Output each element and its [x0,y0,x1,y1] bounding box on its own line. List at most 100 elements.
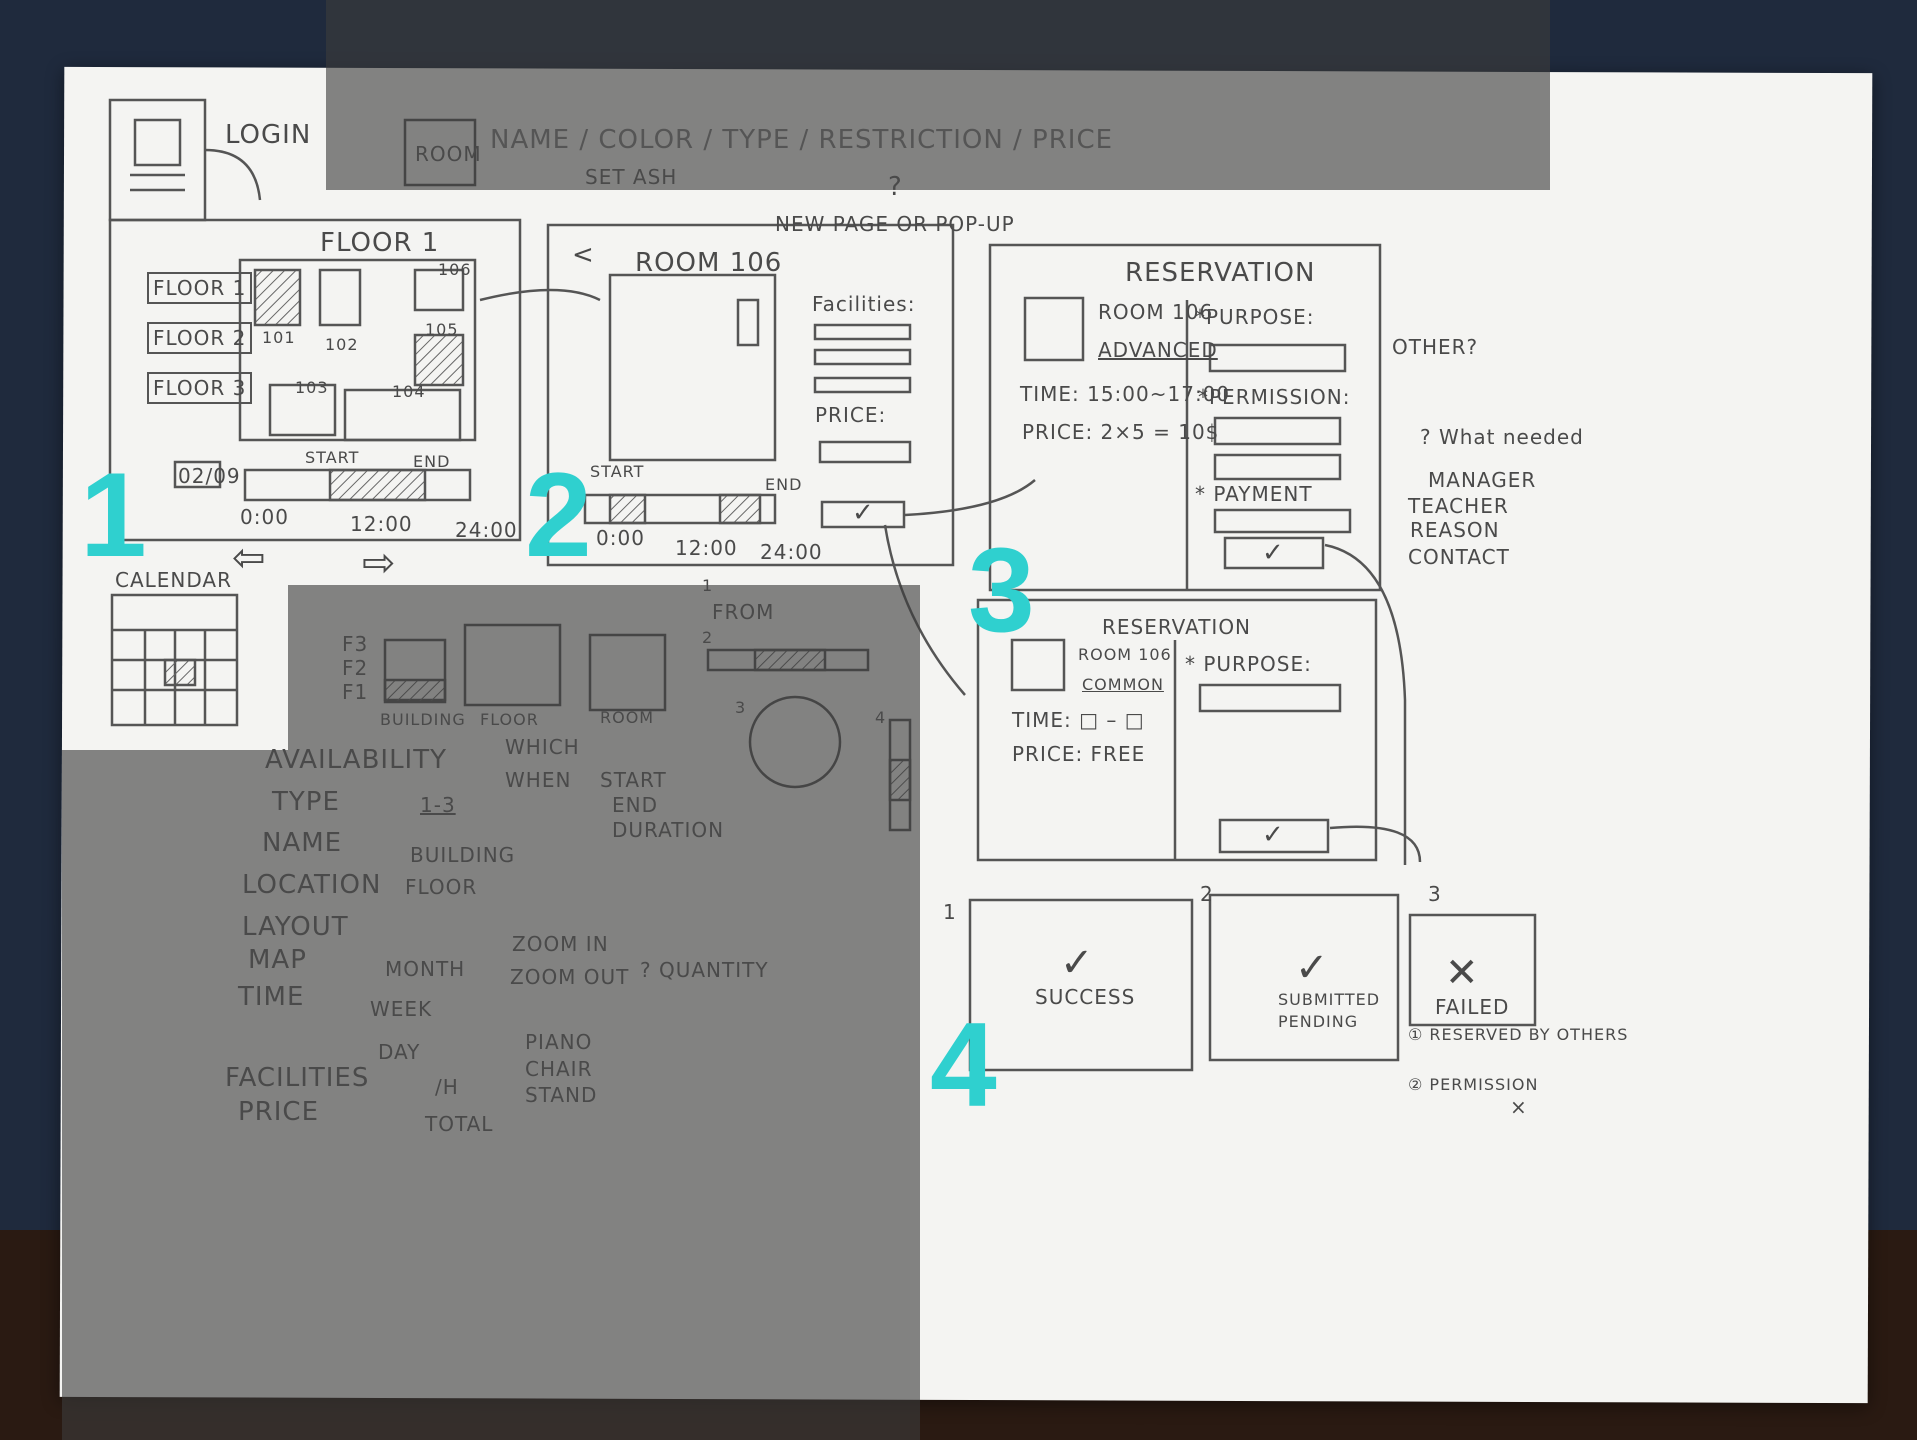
room-104[interactable]: 104 [392,382,426,401]
room-102[interactable]: 102 [325,335,359,354]
tree-building: BUILDING [410,843,516,867]
purpose-label: *PURPOSE: [1195,305,1315,329]
panel3b-price: PRICE: FREE [1012,742,1146,766]
room-101[interactable]: 101 [262,328,296,347]
result-failed [1408,913,1537,1027]
panel3b-title: RESERVATION [1102,615,1252,639]
lower-marker-2: 2 [702,628,714,647]
result-marker-1: 1 [943,900,957,924]
next-arrow[interactable]: ⇨ [362,540,397,586]
tree-zoom-in: ZOOM IN [512,932,609,956]
set-ash-label: SET ASH [585,165,678,189]
login-arrow [204,148,262,201]
room-105[interactable]: 105 [425,320,459,339]
lower-marker-3: 3 [735,698,747,717]
success-check-icon: ✓ [1060,940,1095,986]
facilities-label: Facilities: [812,292,916,316]
from-label: FROM [712,600,775,624]
tree-which: WHICH [505,735,580,759]
tree-facilities: FACILITIES [225,1063,370,1093]
pending-check-icon: ✓ [1295,945,1330,991]
floor-tab-1[interactable]: FLOOR 1 [147,272,253,304]
tick-0: 0:00 [240,505,289,529]
prev-arrow[interactable]: ⇦ [232,535,267,581]
room-box-label: ROOM [415,142,482,166]
tree-piano: PIANO [525,1030,593,1054]
timeline-end: END [413,452,451,471]
tree-start: START [600,768,667,792]
tree-duration: DURATION [612,818,725,842]
veil-left-strip [62,750,288,1440]
panel2-start: START [590,462,645,481]
close-x-icon[interactable]: × [1510,1095,1528,1119]
question-mark: ? [888,172,903,202]
floor-f3: F3 [342,632,369,656]
permission-label: *PERMISSION: [1198,385,1351,409]
date-selector[interactable]: 02/09 [178,464,241,488]
floor-f2: F2 [342,656,369,680]
panel3b-check-icon[interactable]: ✓ [1262,820,1285,850]
panel2-end: END [765,475,803,494]
panel3a-frame [988,243,1382,592]
tick-24: 24:00 [455,518,518,542]
panel3a-time: TIME: 15:00~17:00 [1020,382,1231,406]
step-number-1: 1 [80,448,147,582]
room-106[interactable]: 106 [438,260,472,279]
tree-zoom-out: ZOOM OUT [510,965,630,989]
what-needed-note: ? What needed [1420,425,1584,449]
success-label: SUCCESS [1035,985,1136,1009]
tree-chair: CHAIR [525,1057,593,1081]
veil-top [326,0,1550,190]
panel2-tick-24: 24:00 [760,540,823,564]
tree-when: WHEN [505,768,572,792]
confirm-check-icon[interactable]: ✓ [852,498,875,528]
floor-tab-2[interactable]: FLOOR 2 [147,322,253,354]
panel3b-room-type: COMMON [1082,675,1164,694]
room-103[interactable]: 103 [295,378,329,397]
result-marker-2: 2 [1200,882,1214,906]
pending-label: PENDING [1278,1012,1359,1031]
needed-contact: CONTACT [1408,545,1510,569]
panel2-frame [546,223,955,567]
tree-layout: LAYOUT [242,912,349,942]
needed-teacher: TEACHER [1408,494,1509,518]
tree-day: DAY [378,1040,421,1064]
room-attributes: NAME / COLOR / TYPE / RESTRICTION / PRIC… [490,125,1114,155]
tree-floor: FLOOR [405,875,478,899]
panel3b-frame [976,598,1378,862]
panel3b-time: TIME: □ – □ [1012,708,1145,732]
step-number-2: 2 [525,448,592,582]
panel3a-title: RESERVATION [1125,258,1316,288]
tree-stand: STAND [525,1083,598,1107]
other-note: OTHER? [1392,335,1479,359]
new-page-note: NEW PAGE OR POP-UP [775,212,1015,236]
panel2-title: ROOM 106 [635,248,783,278]
panel3a-price: PRICE: 2×5 = 10$ [1022,420,1220,444]
needed-manager: MANAGER [1428,468,1537,492]
payment-label: * PAYMENT [1195,482,1313,506]
tree-name: NAME [262,828,343,858]
floor-tab-3[interactable]: FLOOR 3 [147,372,253,404]
timeline-start: START [305,448,360,467]
tree-availability: AVAILABILITY [265,745,447,775]
panel3a-check-icon[interactable]: ✓ [1262,538,1285,568]
failed-x-icon: ✕ [1445,950,1480,996]
veil-lower-left [288,585,920,1440]
submitted-label: SUBMITTED [1278,990,1381,1009]
tree-month: MONTH [385,957,466,981]
result-pending [1208,893,1400,1062]
lower-marker-1: 1 [702,576,714,595]
tree-time: TIME [238,982,305,1012]
tree-location: LOCATION [242,870,382,900]
price-label: PRICE: [815,403,887,427]
tree-price: PRICE [238,1097,319,1127]
caption-building: BUILDING [380,710,466,729]
failed-label: FAILED [1435,995,1510,1019]
panel2-confirm [820,500,906,529]
panel1-title: FLOOR 1 [320,228,440,258]
tree-per-hour: /H [435,1075,459,1099]
tree-quantity: ? QUANTITY [640,958,769,982]
calendar-label: CALENDAR [115,568,233,592]
panel2-tick-12: 12:00 [675,536,738,560]
back-button[interactable]: < [572,240,595,270]
